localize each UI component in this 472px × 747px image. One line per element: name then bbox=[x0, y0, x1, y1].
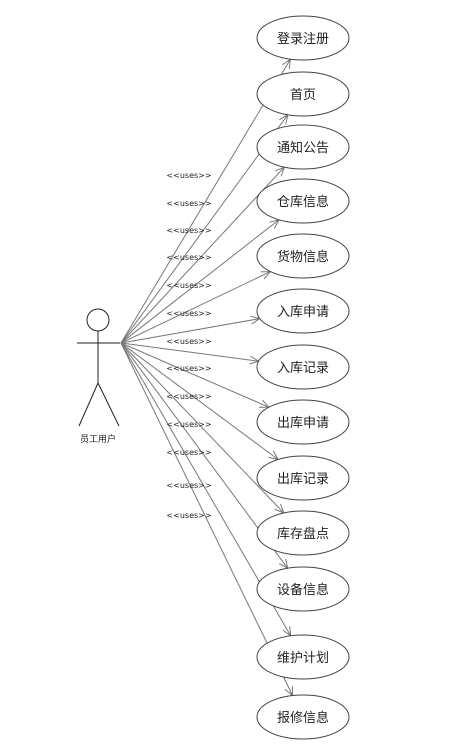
uses-label: <<uses>> bbox=[166, 199, 211, 208]
use-case-ellipse bbox=[256, 15, 350, 61]
use-case-ellipse bbox=[256, 71, 350, 117]
use-case-label: 仓库信息 bbox=[277, 194, 329, 210]
use-case-label: 设备信息 bbox=[277, 582, 329, 598]
use-case-label: 通知公告 bbox=[277, 140, 329, 156]
use-case-ellipse bbox=[256, 178, 350, 224]
actor: 员工用户 bbox=[77, 308, 120, 445]
use-case-ellipse bbox=[256, 694, 350, 740]
use-case-label: 货物信息 bbox=[277, 249, 329, 265]
use-cases: 登录注册首页通知公告仓库信息货物信息入库申请入库记录出库申请出库记录库存盘点设备… bbox=[256, 15, 350, 740]
uses-label: <<uses>> bbox=[166, 309, 211, 318]
use-case: 出库记录 bbox=[256, 455, 350, 501]
use-case-label: 首页 bbox=[290, 88, 316, 103]
actor-head bbox=[86, 308, 110, 332]
use-case: 库存盘点 bbox=[256, 510, 350, 556]
uses-label: <<uses>> bbox=[166, 171, 211, 180]
use-case-ellipse bbox=[256, 233, 350, 279]
use-case-ellipse bbox=[256, 288, 350, 334]
use-case-label: 库存盘点 bbox=[277, 526, 329, 542]
use-case-label: 维护计划 bbox=[277, 651, 329, 666]
use-case: 设备信息 bbox=[256, 566, 350, 612]
association-arrow bbox=[120, 220, 279, 344]
association-arrow bbox=[120, 342, 293, 696]
uses-label: <<uses>> bbox=[166, 226, 211, 235]
association-arrow bbox=[120, 342, 284, 513]
use-case: 出库申请 bbox=[256, 399, 350, 445]
use-case: 首页 bbox=[256, 71, 350, 117]
uses-label: <<uses>> bbox=[166, 420, 211, 429]
uses-label: <<uses>> bbox=[166, 481, 211, 490]
use-case: 入库记录 bbox=[256, 344, 350, 390]
uses-label: <<uses>> bbox=[166, 253, 211, 262]
use-case: 通知公告 bbox=[256, 124, 350, 170]
actor-right-leg bbox=[97, 382, 120, 427]
association-arrow bbox=[120, 342, 278, 460]
use-case-label: 出库申请 bbox=[277, 415, 329, 431]
uses-label: <<uses>> bbox=[166, 448, 211, 457]
association-arrow bbox=[120, 319, 260, 344]
use-case: 报修信息 bbox=[256, 694, 350, 740]
association-arrow bbox=[120, 59, 290, 344]
use-case-ellipse bbox=[256, 566, 350, 612]
use-case-label: 报修信息 bbox=[277, 710, 329, 726]
uses-label: <<uses>> bbox=[166, 337, 211, 346]
uses-labels: <<uses>> <<uses>> <<uses>> <<uses>> <<uses>>… bbox=[166, 171, 211, 520]
association-arrow bbox=[120, 342, 259, 361]
uses-label: <<uses>> bbox=[166, 511, 211, 520]
use-case: 货物信息 bbox=[256, 233, 350, 279]
use-case-ellipse bbox=[256, 510, 350, 556]
actor-label: 员工用户 bbox=[80, 433, 116, 445]
association-edges bbox=[120, 59, 293, 696]
use-case: 维护计划 bbox=[256, 634, 350, 680]
use-case-ellipse bbox=[256, 455, 350, 501]
use-case-label: 入库申请 bbox=[277, 304, 329, 320]
uses-label: <<uses>> bbox=[166, 392, 211, 401]
use-case-ellipse bbox=[256, 124, 350, 170]
use-case-label: 登录注册 bbox=[277, 32, 329, 47]
use-case-ellipse bbox=[256, 399, 350, 445]
use-case-label: 入库记录 bbox=[277, 360, 329, 376]
association-arrow bbox=[120, 167, 284, 344]
uses-label: <<uses>> bbox=[166, 364, 211, 373]
use-case-ellipse bbox=[256, 634, 350, 680]
association-arrow bbox=[120, 342, 269, 407]
use-case: 入库申请 bbox=[256, 288, 350, 334]
use-case-ellipse bbox=[256, 344, 350, 390]
uses-label: <<uses>> bbox=[166, 281, 211, 290]
use-case-label: 出库记录 bbox=[277, 471, 329, 487]
use-case: 仓库信息 bbox=[256, 178, 350, 224]
association-arrow bbox=[120, 272, 271, 344]
actor-left-leg bbox=[78, 382, 99, 427]
use-case: 登录注册 bbox=[256, 15, 350, 61]
